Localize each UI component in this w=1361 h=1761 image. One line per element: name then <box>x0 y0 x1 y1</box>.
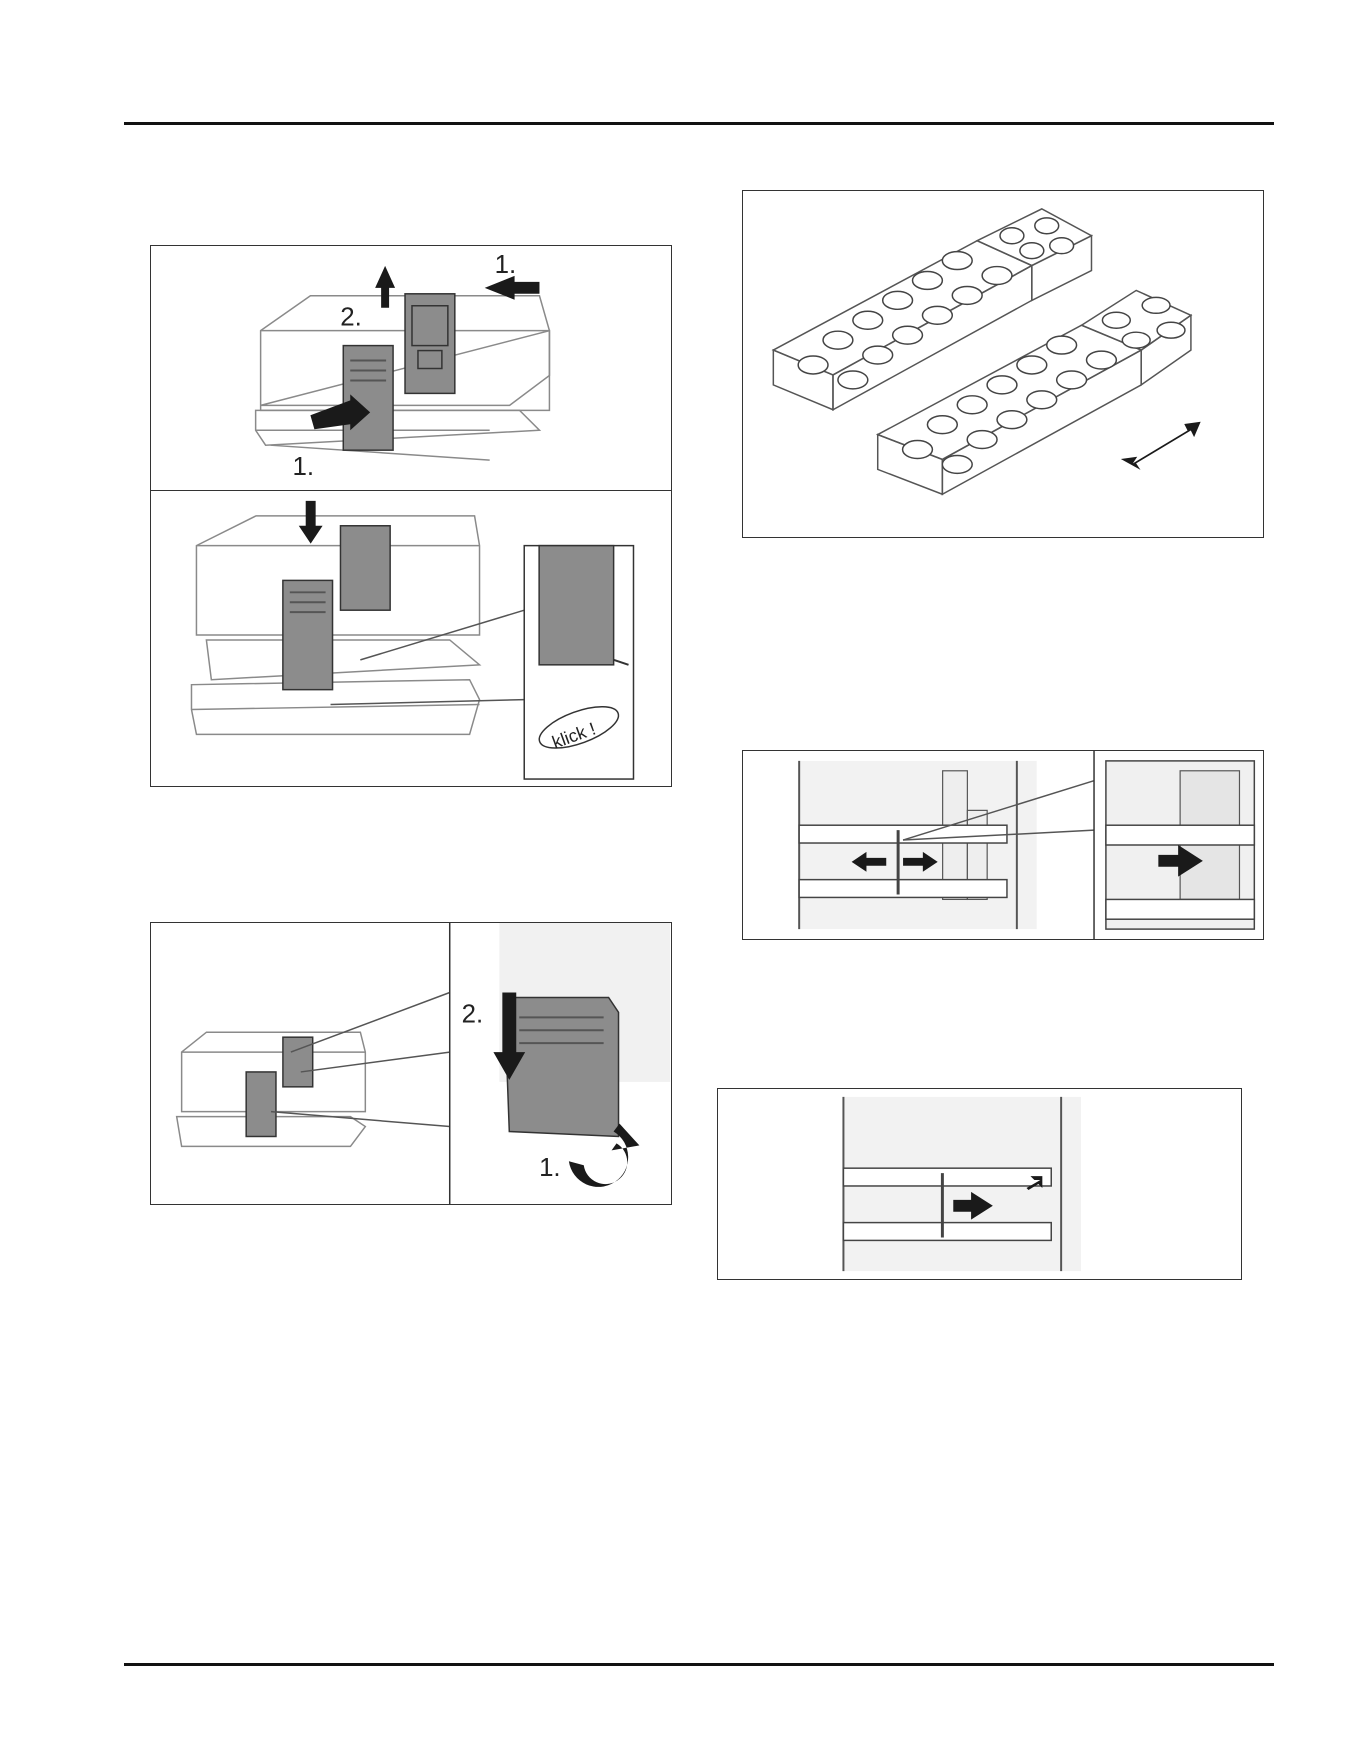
divider-remove-illustration: 2. 1. <box>151 923 671 1204</box>
figure-divider-insert: 1. 2. 1. <box>150 245 672 490</box>
divider-insert-illustration: 1. 2. 1. <box>151 246 671 490</box>
step-2-label: 2. <box>340 304 362 332</box>
step-1-top-label: 1. <box>495 251 517 279</box>
bottle-shelf-slide-illustration <box>718 1089 1241 1279</box>
egg-trays-illustration <box>743 191 1263 537</box>
divider-locked-illustration: klick ! <box>151 491 671 786</box>
figure-divider-locked: klick ! <box>150 490 672 787</box>
step-1-bottom-label: 1. <box>292 453 314 481</box>
figure-divider-remove: 2. 1. <box>150 922 672 1205</box>
bottle-shelf-divider-illustration <box>743 751 1263 939</box>
header-rule <box>124 122 1274 125</box>
figure-bottle-shelf-slide <box>717 1088 1242 1280</box>
step-1-label: 1. <box>539 1154 561 1182</box>
step-2-label: 2. <box>462 1000 484 1028</box>
footer-rule <box>124 1663 1274 1666</box>
figure-egg-trays <box>742 190 1264 538</box>
figure-bottle-shelf-divider <box>742 750 1264 940</box>
